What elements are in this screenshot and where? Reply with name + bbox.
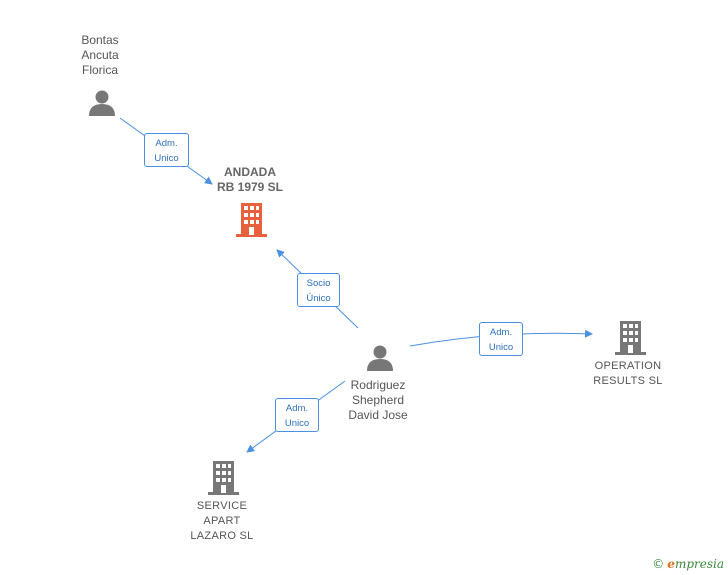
node-label-bontas[interactable]: Bontas Ancuta Florica [60, 33, 140, 78]
node-label-rodriguez[interactable]: Rodriguez Shepherd David Jose [328, 378, 428, 423]
person-icon[interactable] [89, 90, 115, 117]
edge-label-line: Socio [306, 278, 331, 289]
edge-label-line: Unico [284, 418, 310, 429]
node-label-line: ANDADA [224, 165, 276, 179]
edge-label-rodriguez-operation[interactable]: Adm. Unico [479, 322, 523, 356]
node-label-line: Ancuta [81, 48, 119, 62]
node-label-operation[interactable]: OPERATION RESULTS SL [578, 359, 678, 389]
brand-name: mpresia [674, 557, 724, 571]
edge-label-line: Único [306, 293, 331, 304]
node-label-andada[interactable]: ANDADA RB 1979 SL [200, 165, 300, 195]
node-label-line: Shepherd [351, 393, 405, 407]
person-icon[interactable] [367, 345, 393, 372]
node-label-line: LAZARO SL [190, 530, 254, 542]
building-icon[interactable] [208, 461, 239, 495]
edge-label-line: Unico [488, 342, 514, 353]
node-label-line: Bontas [81, 33, 119, 47]
edge-label-bontas-andada[interactable]: Adm. Unico [144, 133, 189, 167]
copyright-icon: © [652, 557, 665, 571]
edge-label-line: Adm. [155, 138, 178, 149]
building-icon[interactable] [615, 321, 646, 355]
building-icon[interactable] [236, 203, 267, 237]
node-label-line: SERVICE [196, 500, 248, 512]
node-label-line: David Jose [348, 408, 408, 422]
node-label-line: RB 1979 SL [216, 180, 284, 194]
node-label-line: Rodriguez [350, 378, 406, 392]
edge-label-line: Adm. [489, 327, 513, 338]
edge-label-line: Adm. [285, 403, 309, 414]
node-label-line: RESULTS SL [593, 375, 663, 387]
brand-watermark: ©empresia [652, 557, 724, 571]
brand-logo-letter: e [667, 557, 675, 571]
node-label-line: Florica [81, 63, 118, 77]
node-label-service[interactable]: SERVICE APART LAZARO SL [172, 499, 272, 544]
edge-label-rodriguez-service[interactable]: Adm. Unico [275, 398, 319, 432]
node-label-line: APART [203, 515, 241, 527]
edge-label-line: Unico [154, 153, 179, 164]
edge-label-rodriguez-andada[interactable]: Socio Único [297, 273, 340, 307]
node-label-line: OPERATION [594, 360, 662, 372]
